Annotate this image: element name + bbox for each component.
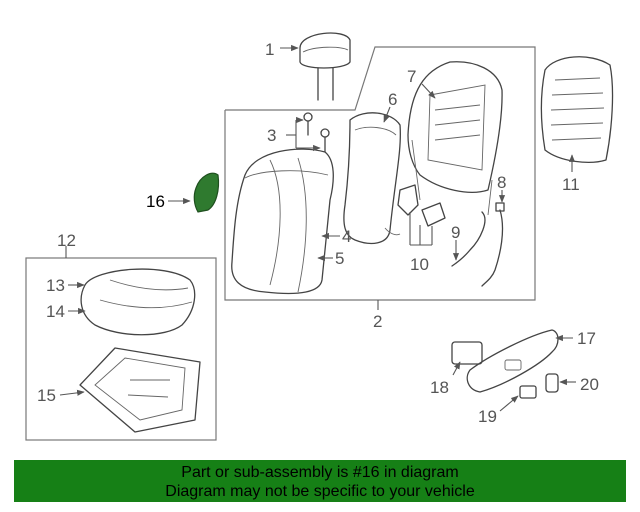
assembly-2-frame: [224, 46, 536, 301]
label-11: 11: [562, 175, 580, 194]
leader-lines: [59, 44, 576, 412]
banner-line-2: Diagram may not be specific to your vehi…: [165, 483, 475, 500]
knob-20-part: [545, 373, 559, 393]
headrest-part: [299, 32, 351, 101]
seat-back-frame-part: [407, 61, 503, 216]
label-7: 7: [407, 67, 416, 86]
switch-18-part: [451, 341, 483, 365]
back-panel-part: [540, 56, 614, 163]
seat-back-cushion-part: [231, 148, 334, 295]
wiring-harness-part: [451, 211, 486, 267]
label-5: 5: [335, 249, 344, 268]
label-19: 19: [478, 407, 497, 426]
info-banner: Part or sub-assembly is #16 in diagram D…: [14, 460, 626, 502]
label-14: 14: [46, 302, 65, 321]
label-4: 4: [342, 227, 351, 246]
wiring-8-part: [481, 209, 504, 287]
label-13: 13: [46, 276, 65, 295]
seat-cushion-part: [80, 268, 196, 336]
label-8: 8: [497, 173, 506, 192]
label-17: 17: [577, 329, 596, 348]
banner-line-1: Part or sub-assembly is #16 in diagram: [181, 464, 459, 481]
label-1: 1: [265, 40, 274, 59]
label-18: 18: [430, 378, 449, 397]
seat-back-pad-part: [343, 112, 401, 245]
label-10: 10: [410, 255, 429, 274]
knob-19-part: [519, 385, 537, 399]
label-20: 20: [580, 375, 599, 394]
parts-diagram: 1 2 3 4 5 6 7 8 9 10 11 12 13 14 15 16 1…: [25, 32, 614, 441]
bolt-parts: [303, 112, 330, 153]
label-15: 15: [37, 386, 56, 405]
bracket-parts: [397, 184, 446, 227]
seat-track-part: [79, 347, 201, 433]
cover-17-part: [466, 329, 559, 393]
label-9: 9: [451, 223, 460, 242]
assembly-12-frame: [25, 257, 217, 441]
label-16: 16: [146, 192, 165, 211]
part-16-highlight: [193, 172, 220, 213]
label-6: 6: [388, 90, 397, 109]
label-12: 12: [57, 231, 76, 250]
label-3: 3: [267, 126, 276, 145]
label-2: 2: [373, 312, 382, 331]
